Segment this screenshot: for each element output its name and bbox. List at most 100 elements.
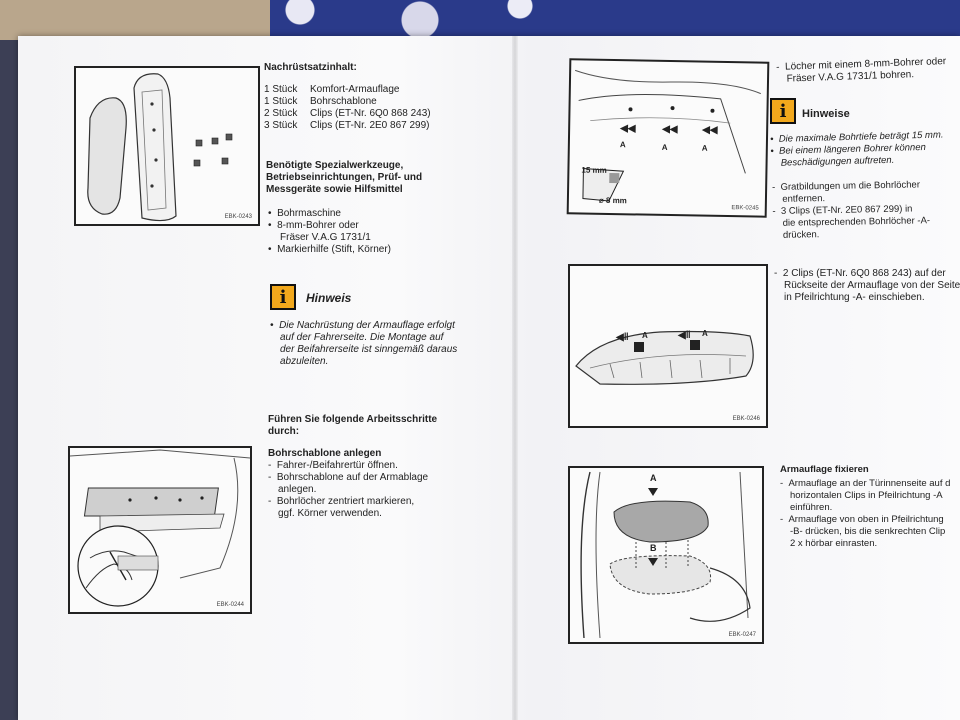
kit-parts-drawing (87, 73, 233, 222)
step-line-text: Bohrschablone auf der Armablage (276, 472, 429, 483)
step-line-text: ggf. Körner verwenden. (278, 508, 382, 519)
background-fabric (0, 0, 960, 40)
clip-drawing: ◀‖ ◀‖ (575, 330, 754, 385)
kit-qty: 1 Stück (264, 96, 298, 107)
tool-item: • Bohrmaschine (268, 208, 341, 219)
figure-clip-insertion: ◀‖◀‖ A A EBK-0246 (568, 264, 768, 428)
figure-id: EBK-0243 (224, 214, 252, 220)
kit-qty: 3 Stück (264, 120, 298, 131)
tools-heading-line: Messgeräte sowie Hilfsmittel (266, 184, 403, 195)
fix-instruction: - Armauflage an der Türinnenseite auf d … (780, 478, 950, 550)
step-line: - Bohrschablone auf der Armablage (268, 472, 429, 483)
step1-text: - Fahrer-/Beifahrertür öffnen. - Bohrsch… (268, 460, 428, 520)
drill-diameter-label: ⌀ 8 mm (598, 195, 627, 206)
kit-name: Clips (ET-Nr. 6Q0 868 243) (310, 108, 431, 119)
clips-line-text: Rückseite der Armauflage von der Seite (784, 280, 960, 291)
tools-heading: Benötigte Spezialwerkzeuge, Betriebseinr… (266, 160, 422, 196)
clips-instruction: - 2 Clips (ET-Nr. 6Q0 868 243) auf der R… (774, 268, 960, 304)
fix-line: -B- drücken, bis die senkrechten Clip (780, 526, 950, 538)
kit-name: Komfort-Armauflage (310, 84, 400, 95)
hinweis-line: abzuleiten. (270, 356, 457, 368)
fix-line-text: Armauflage an der Türinnenseite auf d (788, 478, 951, 489)
step-line: - Bohrlöcher zentriert markieren, (268, 496, 415, 507)
arrow-label-b: B (650, 543, 657, 553)
page-fold (512, 36, 518, 720)
arrow-label-a: A (661, 142, 668, 152)
hinweis-line: auf der Fahrerseite. Die Montage auf (270, 332, 457, 344)
figure-armrest-fixing: A B EBK-0247 (568, 466, 764, 644)
arrow-label-a: A (619, 140, 626, 150)
step-line: anlegen. (268, 484, 428, 496)
kit-name: Bohrschablone (310, 96, 377, 107)
tool-item: • 8-mm-Bohrer oder (268, 220, 359, 231)
step1-title: Bohrschablone anlegen (268, 448, 382, 459)
tools-list: • Bohrmaschine • 8-mm-Bohrer oder Fräser… (268, 208, 391, 256)
kit-name: Clips (ET-Nr. 2E0 867 299) (310, 120, 430, 131)
figure-id: EBK-0245 (731, 205, 759, 212)
fix-line: 2 x hörbar einrasten. (780, 538, 950, 550)
steps-heading: Führen Sie folgende Arbeitsschritte durc… (268, 414, 437, 438)
clips-line: in Pfeilrichtung -A- einschieben. (774, 292, 960, 304)
fix-line: - Armauflage von oben in Pfeilrichtung (780, 514, 944, 525)
figure-id: EBK-0247 (728, 632, 756, 638)
fix-line: horizontalen Clips in Pfeilrichtung -A (780, 490, 950, 502)
kit-qty: 2 Stück (264, 108, 298, 119)
tools-heading-line: Betriebseinrichtungen, Prüf- und (266, 172, 423, 183)
svg-text:◀‖: ◀‖ (615, 332, 629, 343)
svg-text:◀◀: ◀◀ (661, 124, 678, 135)
kit-item: 1 Stück Komfort-Armauflage (264, 84, 431, 96)
figure-drilling-holes: ◀◀◀◀◀◀ 15 mm ⌀ 8 mm A A A EBK-0245 (566, 58, 770, 218)
hinweis-line-text: Die Nachrüstung der Armauflage erfolgt (279, 320, 455, 331)
arrow-label-a: A (701, 143, 708, 153)
step-line: - Fahrer-/Beifahrertür öffnen. (268, 460, 398, 471)
drill-depth-label: 15 mm (581, 165, 607, 175)
armrest-drawing (580, 471, 751, 639)
figure-id: EBK-0246 (732, 416, 760, 422)
hinweis-line-text: abzuleiten. (280, 356, 329, 367)
fix-line-text: 2 x hörbar einrasten. (790, 538, 878, 549)
deburr-line-text: Gratbildungen um die Bohrlöcher (780, 179, 921, 193)
figure-id: EBK-0244 (216, 602, 244, 608)
deburr-line-text: entfernen. (782, 193, 826, 205)
kit-item: 1 Stück Bohrschablone (264, 96, 431, 108)
clips-line-text: 2 Clips (ET-Nr. 6Q0 868 243) auf der (782, 268, 946, 279)
drill-instruction: - Löcher mit einem 8-mm-Bohrer oder Fräs… (776, 56, 947, 86)
kit-item: 3 Stück Clips (ET-Nr. 2E0 867 299) (264, 120, 431, 132)
tool-label: 8-mm-Bohrer oder (277, 220, 359, 231)
arrow-label-a: A (650, 473, 657, 483)
hinweis-title: Hinweis (306, 291, 352, 305)
kit-item: 2 Stück Clips (ET-Nr. 6Q0 868 243) (264, 108, 431, 120)
fix-line-text: -B- drücken, bis die senkrechten Clip (790, 526, 946, 537)
info-icon: i (270, 284, 296, 310)
deburr-instruction: - Gratbildungen um die Bohrlöcher entfer… (772, 179, 930, 242)
fix-line-text: Armauflage von oben in Pfeilrichtung (788, 514, 944, 525)
steps-heading-line: durch: (268, 426, 300, 437)
hinweis-line: der Beifahrerseite ist sinngemäß daraus (270, 344, 457, 356)
kit-heading: Nachrüstsatzinhalt: (264, 62, 357, 73)
kit-qty: 1 Stück (264, 84, 298, 95)
tools-heading-line: Benötigte Spezialwerkzeuge, (266, 160, 404, 171)
tool-item: Fräser V.A.G 1731/1 (268, 232, 391, 244)
fix-line-text: horizontalen Clips in Pfeilrichtung -A (790, 490, 943, 501)
hinweis-text: • Die Nachrüstung der Armauflage erfolgt… (270, 320, 457, 368)
fix-line-text: einführen. (790, 502, 833, 513)
step-line-text: Bohrlöcher zentriert markieren, (276, 496, 415, 507)
step-line-text: Fahrer-/Beifahrertür öffnen. (276, 460, 398, 471)
deburr-line-text: drücken. (782, 229, 820, 241)
hinweis-line-text: auf der Fahrerseite. Die Montage auf (280, 332, 444, 343)
svg-text:◀◀: ◀◀ (619, 123, 636, 134)
step-line-text: anlegen. (278, 484, 317, 495)
hinweise-text: • Die maximale Bohrtiefe beträgt 15 mm. … (770, 129, 944, 170)
tool-label: Fräser V.A.G 1731/1 (280, 232, 371, 243)
hinweise-line-text: Beschädigungen auftreten. (780, 154, 895, 169)
arrow-label-a: A (642, 331, 648, 340)
deburr-line-text: 3 Clips (ET-Nr. 2E0 867 299) in (780, 203, 913, 217)
tool-label: Bohrmaschine (277, 208, 341, 219)
svg-text:◀‖: ◀‖ (677, 330, 691, 341)
fix-line: einführen. (780, 502, 950, 514)
hinweise-title: Hinweise (802, 108, 850, 120)
figure-kit-contents: EBK-0243 (74, 66, 260, 226)
figure-drilling-template: EBK-0244 (68, 446, 252, 614)
fix-line: - Armauflage an der Türinnenseite auf d (780, 478, 951, 489)
